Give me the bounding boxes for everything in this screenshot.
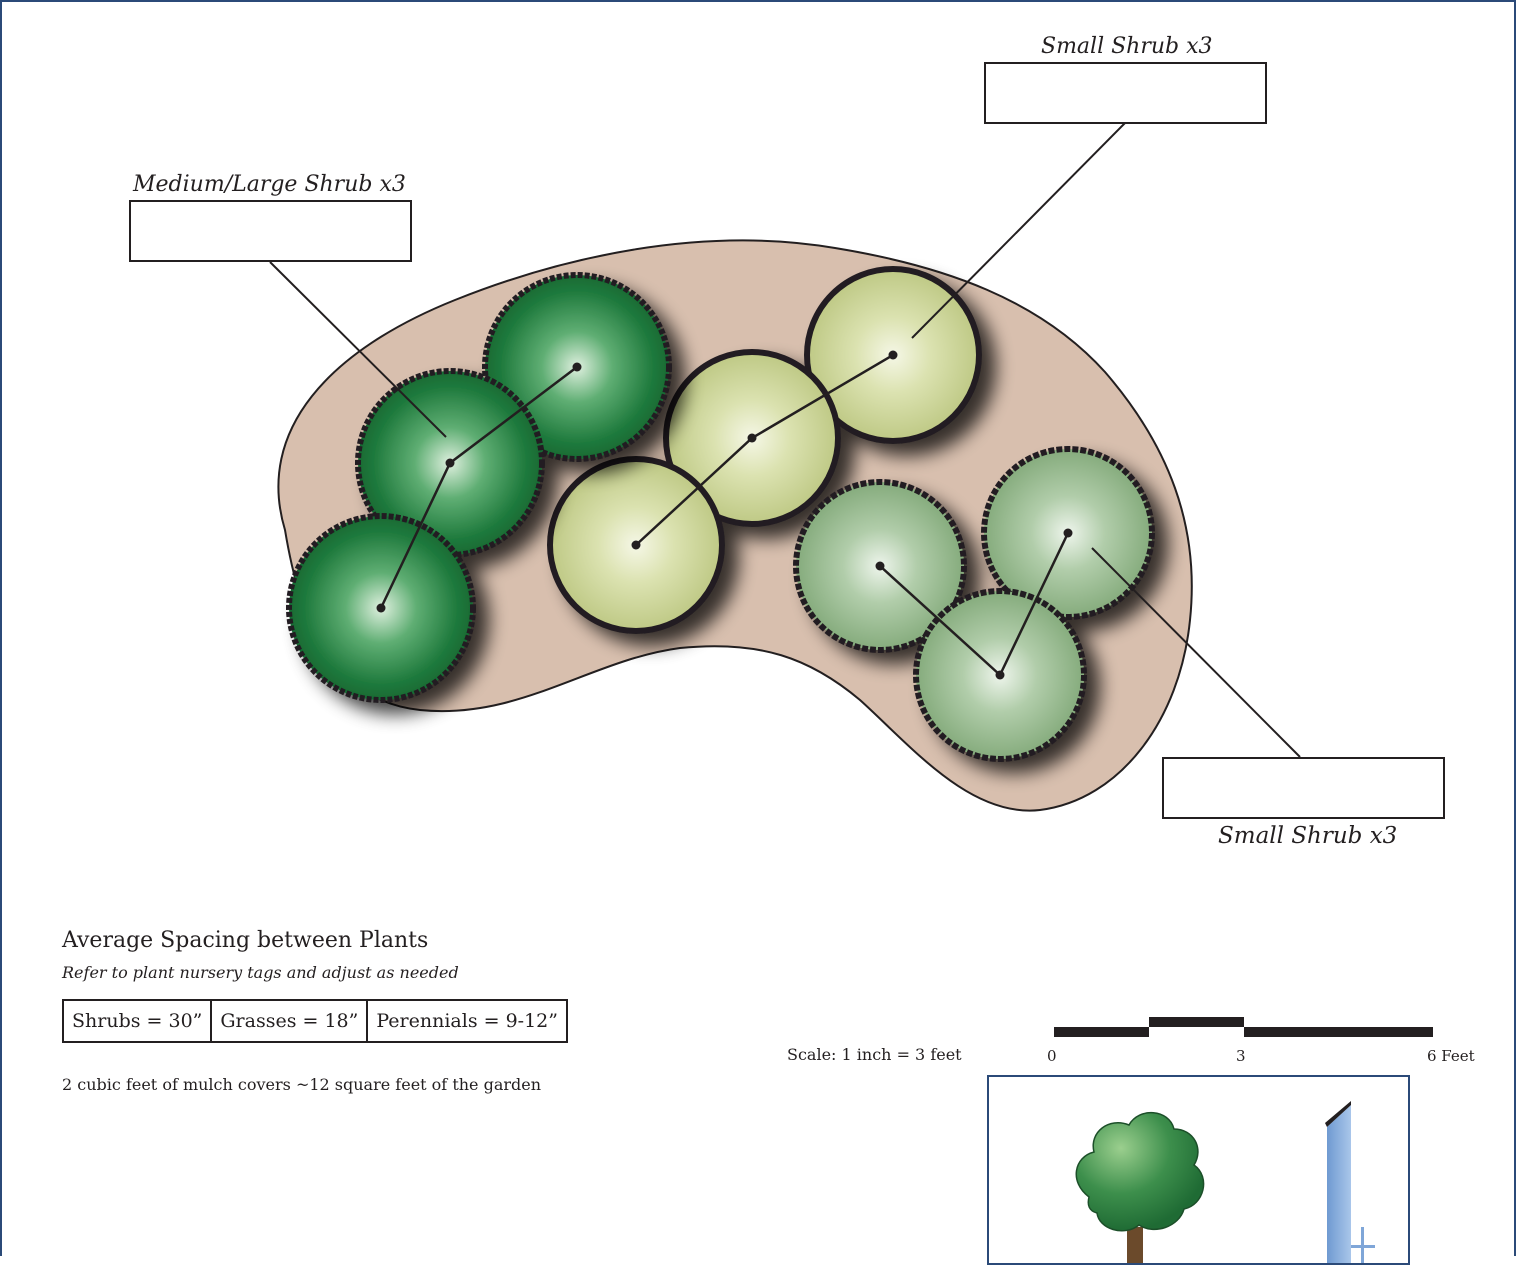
small-shrub-bottom-label: Small Shrub x3	[1218, 823, 1398, 849]
scale-tick-0: 0	[1047, 1047, 1057, 1065]
spacing-cell-grasses: Grasses = 18”	[210, 999, 369, 1043]
mulch-note: 2 cubic feet of mulch covers ~12 square …	[62, 1075, 542, 1094]
small-shrub-top-label: Small Shrub x3	[1041, 34, 1213, 59]
scale-bar	[1054, 1017, 1433, 1037]
spacing-title: Average Spacing between Plants	[62, 928, 429, 953]
planting-plan	[269, 122, 1301, 812]
illustration-box	[987, 1075, 1410, 1265]
small-shrub-top-name-box[interactable]	[984, 62, 1267, 124]
building-icon	[1325, 1101, 1375, 1263]
scale-tick-3: 3	[1236, 1047, 1246, 1065]
spacing-cell-perennials: Perennials = 9-12”	[366, 999, 568, 1043]
spacing-note: Refer to plant nursery tags and adjust a…	[62, 963, 459, 982]
spacing-table: Shrubs = 30” Grasses = 18” Perennials = …	[61, 999, 568, 1043]
spacing-cell-shrubs: Shrubs = 30”	[61, 999, 213, 1043]
medium-large-shrub-label: Medium/Large Shrub x3	[133, 172, 406, 197]
leader-lines	[269, 122, 1301, 758]
small-shrub-bottom-name-box[interactable]	[1162, 757, 1445, 819]
scale-tick-6: 6 Feet	[1427, 1047, 1475, 1065]
shrub-center-dots	[376, 350, 1073, 680]
medium-large-shrub-name-box[interactable]	[129, 200, 412, 262]
tree-icon	[1075, 1111, 1205, 1263]
tree-building-illustration	[1075, 1101, 1375, 1263]
scale-text: Scale: 1 inch = 3 feet	[787, 1045, 962, 1064]
